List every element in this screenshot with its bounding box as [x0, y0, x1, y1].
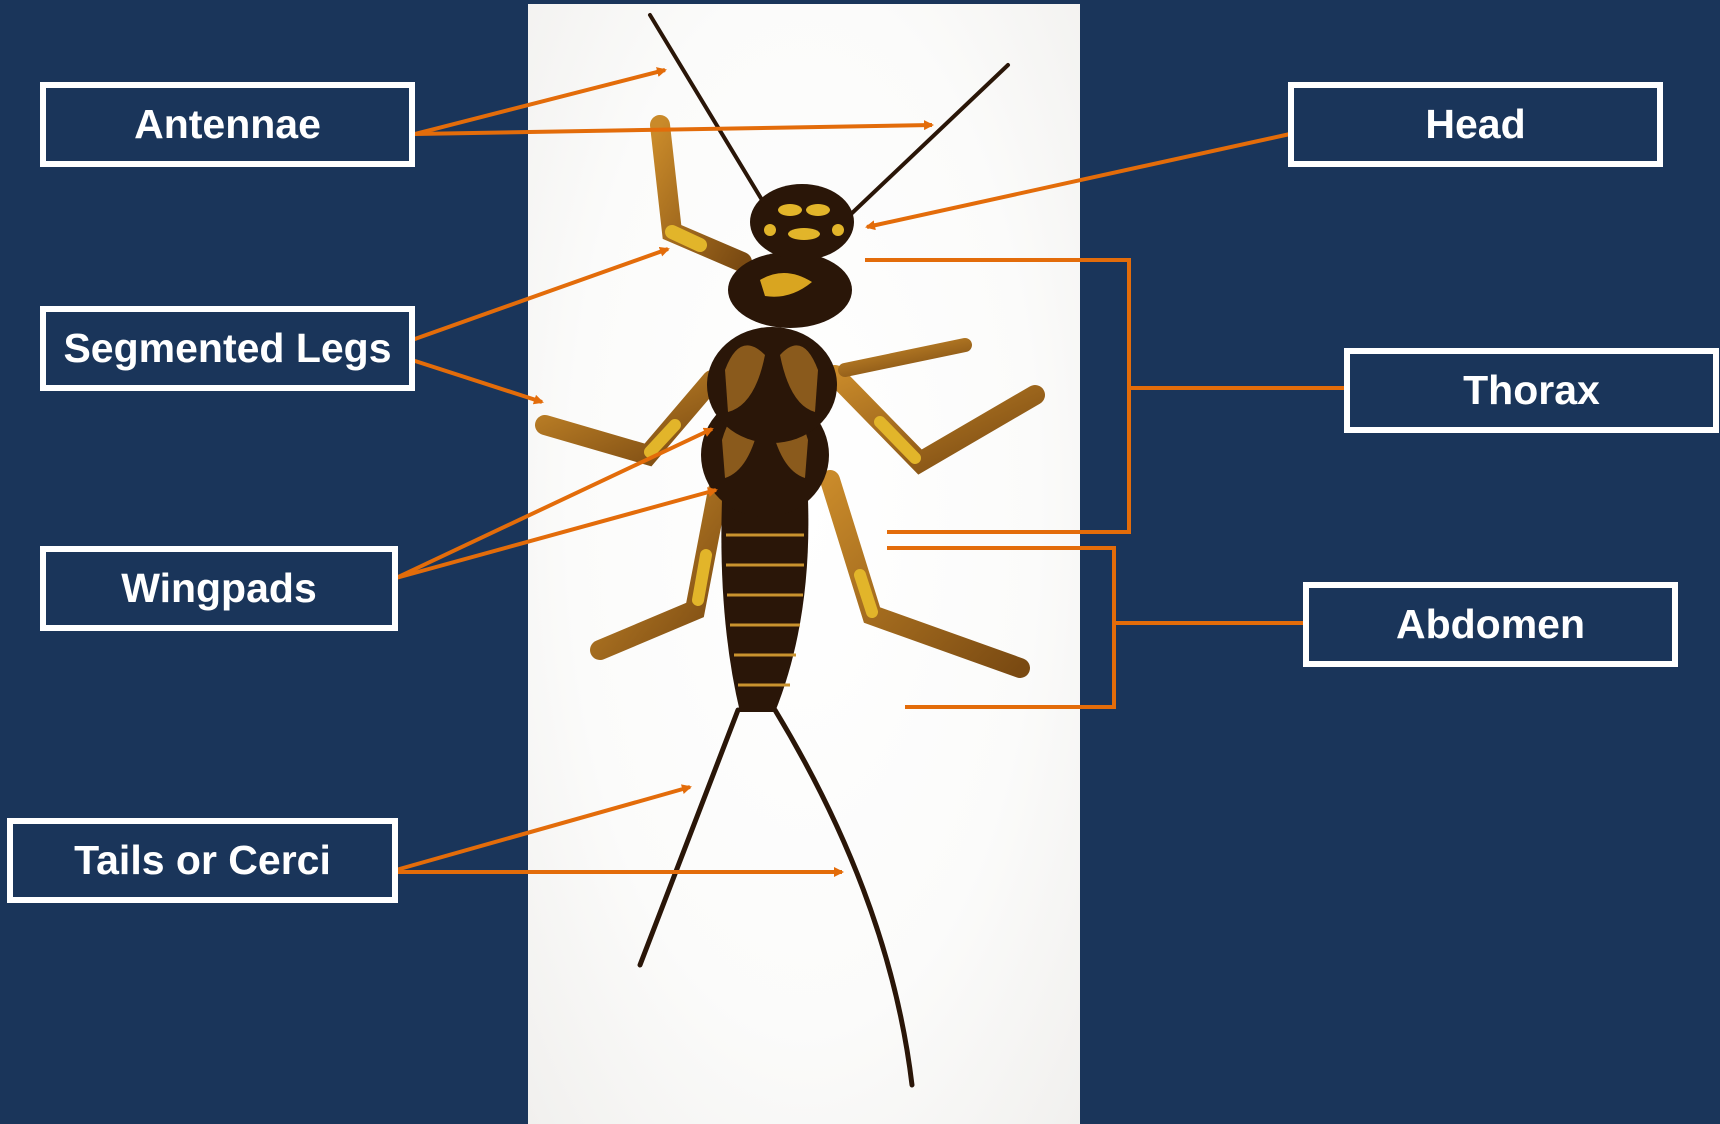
abdomen-label: Abdomen [1303, 582, 1678, 667]
head-label: Head [1288, 82, 1663, 167]
thorax-label: Thorax [1344, 348, 1719, 433]
antennae-label: Antennae [40, 82, 415, 167]
segmented-legs-label: Segmented Legs [40, 306, 415, 391]
tails-leader-1 [396, 787, 690, 870]
antennae-leader-1 [415, 70, 665, 134]
legs-leader-2 [412, 360, 542, 402]
legs-leader-1 [412, 249, 668, 340]
tails-or-cerci-label: Tails or Cerci [7, 818, 398, 903]
abdomen-bracket [887, 548, 1114, 707]
thorax-bracket [865, 260, 1129, 532]
wingpads-label: Wingpads [40, 546, 398, 631]
antennae-leader-2 [415, 125, 932, 134]
head-leader [867, 134, 1290, 227]
